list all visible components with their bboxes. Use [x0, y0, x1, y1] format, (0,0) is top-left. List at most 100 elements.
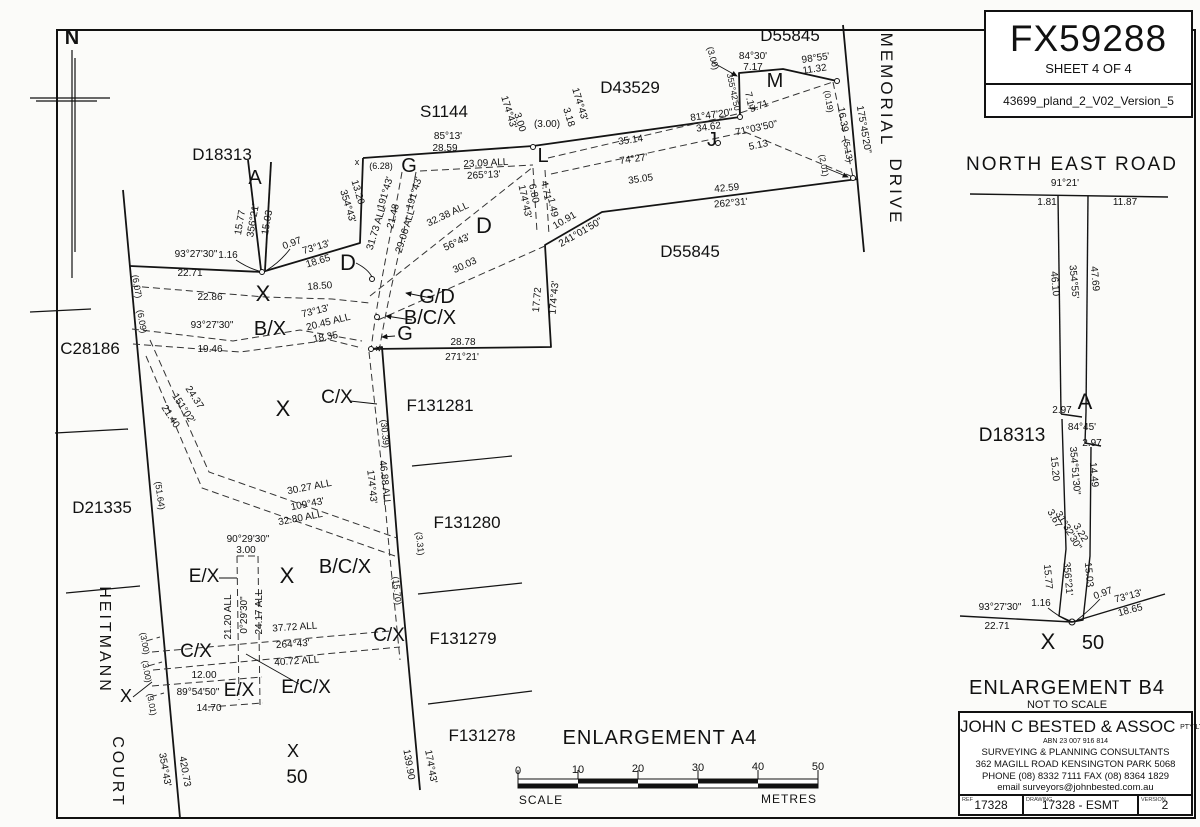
dimension-label: (3.31) [414, 531, 426, 555]
dimension-label: 15.03 [260, 209, 275, 236]
dimension-label: 11.87 [1113, 197, 1138, 208]
dimension-label: 0.97 [281, 235, 303, 252]
dimension-label: 32.38 ALL [425, 200, 471, 229]
dimension-label: 14.70 [196, 703, 221, 714]
easement-ref-label: G [397, 323, 413, 345]
easement-ref-label: B/C/X [404, 307, 456, 329]
dimension-label: 4.71 [538, 180, 553, 202]
road-name-label: MEMORIAL [877, 33, 896, 148]
lot-label: 50 [286, 767, 307, 788]
easement-ref-label: L [537, 145, 548, 167]
dimension-label: 47.69 [1088, 266, 1101, 292]
dimension-label: 14.49 [1087, 462, 1100, 488]
parcel-label: D55845 [660, 242, 720, 261]
enlargement-subtitle: NOT TO SCALE [1027, 699, 1107, 711]
dimension-label: 7.17 [742, 91, 757, 113]
dimension-label: 2.97 [1052, 405, 1072, 416]
dimension-label: 191°43' [404, 175, 424, 211]
dimension-label: (6.28) [369, 161, 393, 171]
dimension-label: (6.07) [130, 274, 144, 299]
parcel-label: F131278 [448, 726, 515, 745]
dimension-label: 40.72 ALL [274, 654, 320, 668]
dimension-label: 22.86 [197, 292, 222, 303]
dimension-label: 46.88 ALL [377, 460, 393, 506]
dimension-label: 0°29'30" [239, 596, 250, 634]
easement-ref-label: B/C/X [319, 556, 371, 578]
scale-tick-label: 40 [752, 761, 764, 773]
dimension-label: 6.80 [526, 183, 541, 205]
version-label: VERSION [1141, 797, 1166, 804]
dimension-label: 3.00 [236, 545, 256, 556]
road-name-label: NORTH EAST ROAD [966, 154, 1178, 175]
dimension-label: 2.97 [1082, 438, 1102, 449]
scale-tick-label: 50 [812, 761, 824, 773]
lot-label: X [280, 563, 295, 588]
dimension-label: 93°27'30" [191, 320, 234, 331]
dimension-label: 18.50 [307, 280, 333, 293]
easement-ref-label: D [340, 250, 356, 275]
title-block: FX59288 SHEET 4 OF 4 43699_pland_2_V02_V… [984, 10, 1193, 118]
enlargement-title: ENLARGEMENT B4 [969, 677, 1165, 699]
drawing-value: 17328 - ESMT [1041, 798, 1120, 813]
easement-ref-label: C/X [180, 641, 212, 662]
dimension-label: 32.80 ALL [277, 509, 324, 528]
dimension-label: 15.20 [1048, 456, 1061, 482]
lot-label: X [276, 396, 291, 421]
dimension-label: (2.01) [817, 154, 831, 178]
company-line2: 362 MAGILL ROAD KENSINGTON PARK 5068 [975, 758, 1176, 770]
adjacent-lot-lines [29, 308, 533, 705]
road-name-label: DRIVE [886, 159, 905, 226]
dimension-label: 1.49 [545, 197, 560, 219]
dimension-label: (6.09) [135, 309, 149, 334]
dimension-label: 18.65 [1117, 602, 1144, 619]
dimension-label: 21.20 ALL [223, 594, 234, 639]
enlargement-b4-geometry [959, 193, 1169, 623]
company-abn: ABN 23 007 916 814 [1043, 738, 1108, 745]
dimension-label: 42.59 [714, 182, 740, 195]
dimension-label: 28.59 [432, 143, 457, 154]
parcel-label: D18313 [979, 425, 1046, 446]
ref-row: REF 17328 DRAWING 17328 - ESMT VERSION 2 [960, 794, 1191, 814]
company-line1: SURVEYING & PLANNING CONSULTANTS [981, 746, 1170, 758]
parcel-label: S1144 [420, 102, 468, 121]
easement-ref-label: A [1078, 389, 1093, 414]
ref-value: 17328 [974, 798, 1008, 813]
dimension-label: (0.19) [822, 90, 836, 114]
dimension-label: 3.00 [511, 111, 527, 133]
dimension-label: 174°43' [548, 280, 562, 315]
easement-ref-label: E/X [224, 680, 255, 701]
dimension-label: 71°03'50" [734, 119, 779, 139]
company-suffix: PTY LTD [1180, 724, 1200, 732]
dimension-label: 35.14 [617, 133, 644, 147]
scale-label: SCALE [519, 793, 563, 807]
dimension-label: 74°27' [619, 152, 649, 167]
parcel-label: D43529 [600, 78, 660, 97]
lot-label: X [256, 281, 271, 306]
dimension-label: 34.62 [695, 120, 722, 134]
dimension-label: 356°21' [1061, 562, 1075, 597]
dimension-label: 17.72 [531, 286, 544, 312]
dimension-label: 91°21' [1051, 178, 1079, 189]
dimension-label: 19.46 [197, 344, 222, 355]
parcel-label: F131279 [429, 629, 496, 648]
road-name-label: COURT [109, 736, 126, 808]
dimension-label: (3.01) [145, 693, 159, 717]
dimension-label: 89°54'50" [177, 687, 220, 698]
dimension-label: 37.72 ALL [272, 620, 318, 634]
dimension-label: 174°43' [364, 469, 378, 504]
easement-ref-label: E/C/X [281, 677, 331, 698]
scale-tick-label: 10 [572, 764, 584, 776]
parcel-label: C28186 [60, 339, 120, 358]
lot-label: X [1041, 629, 1056, 654]
north-label: N [65, 27, 79, 49]
dimension-label: x [376, 343, 381, 353]
dimension-label: 23.09 ALL [463, 157, 509, 170]
lot-label: X [120, 686, 132, 706]
dimension-label: 84°45' [1068, 422, 1096, 433]
dimension-label: 264°43' [276, 638, 310, 651]
dimension-label: 24.17 ALL [254, 589, 265, 634]
dimension-label: 22.71 [984, 621, 1009, 632]
scale-tick-label: 0 [515, 765, 521, 777]
easement-ref-label: A [248, 167, 262, 189]
